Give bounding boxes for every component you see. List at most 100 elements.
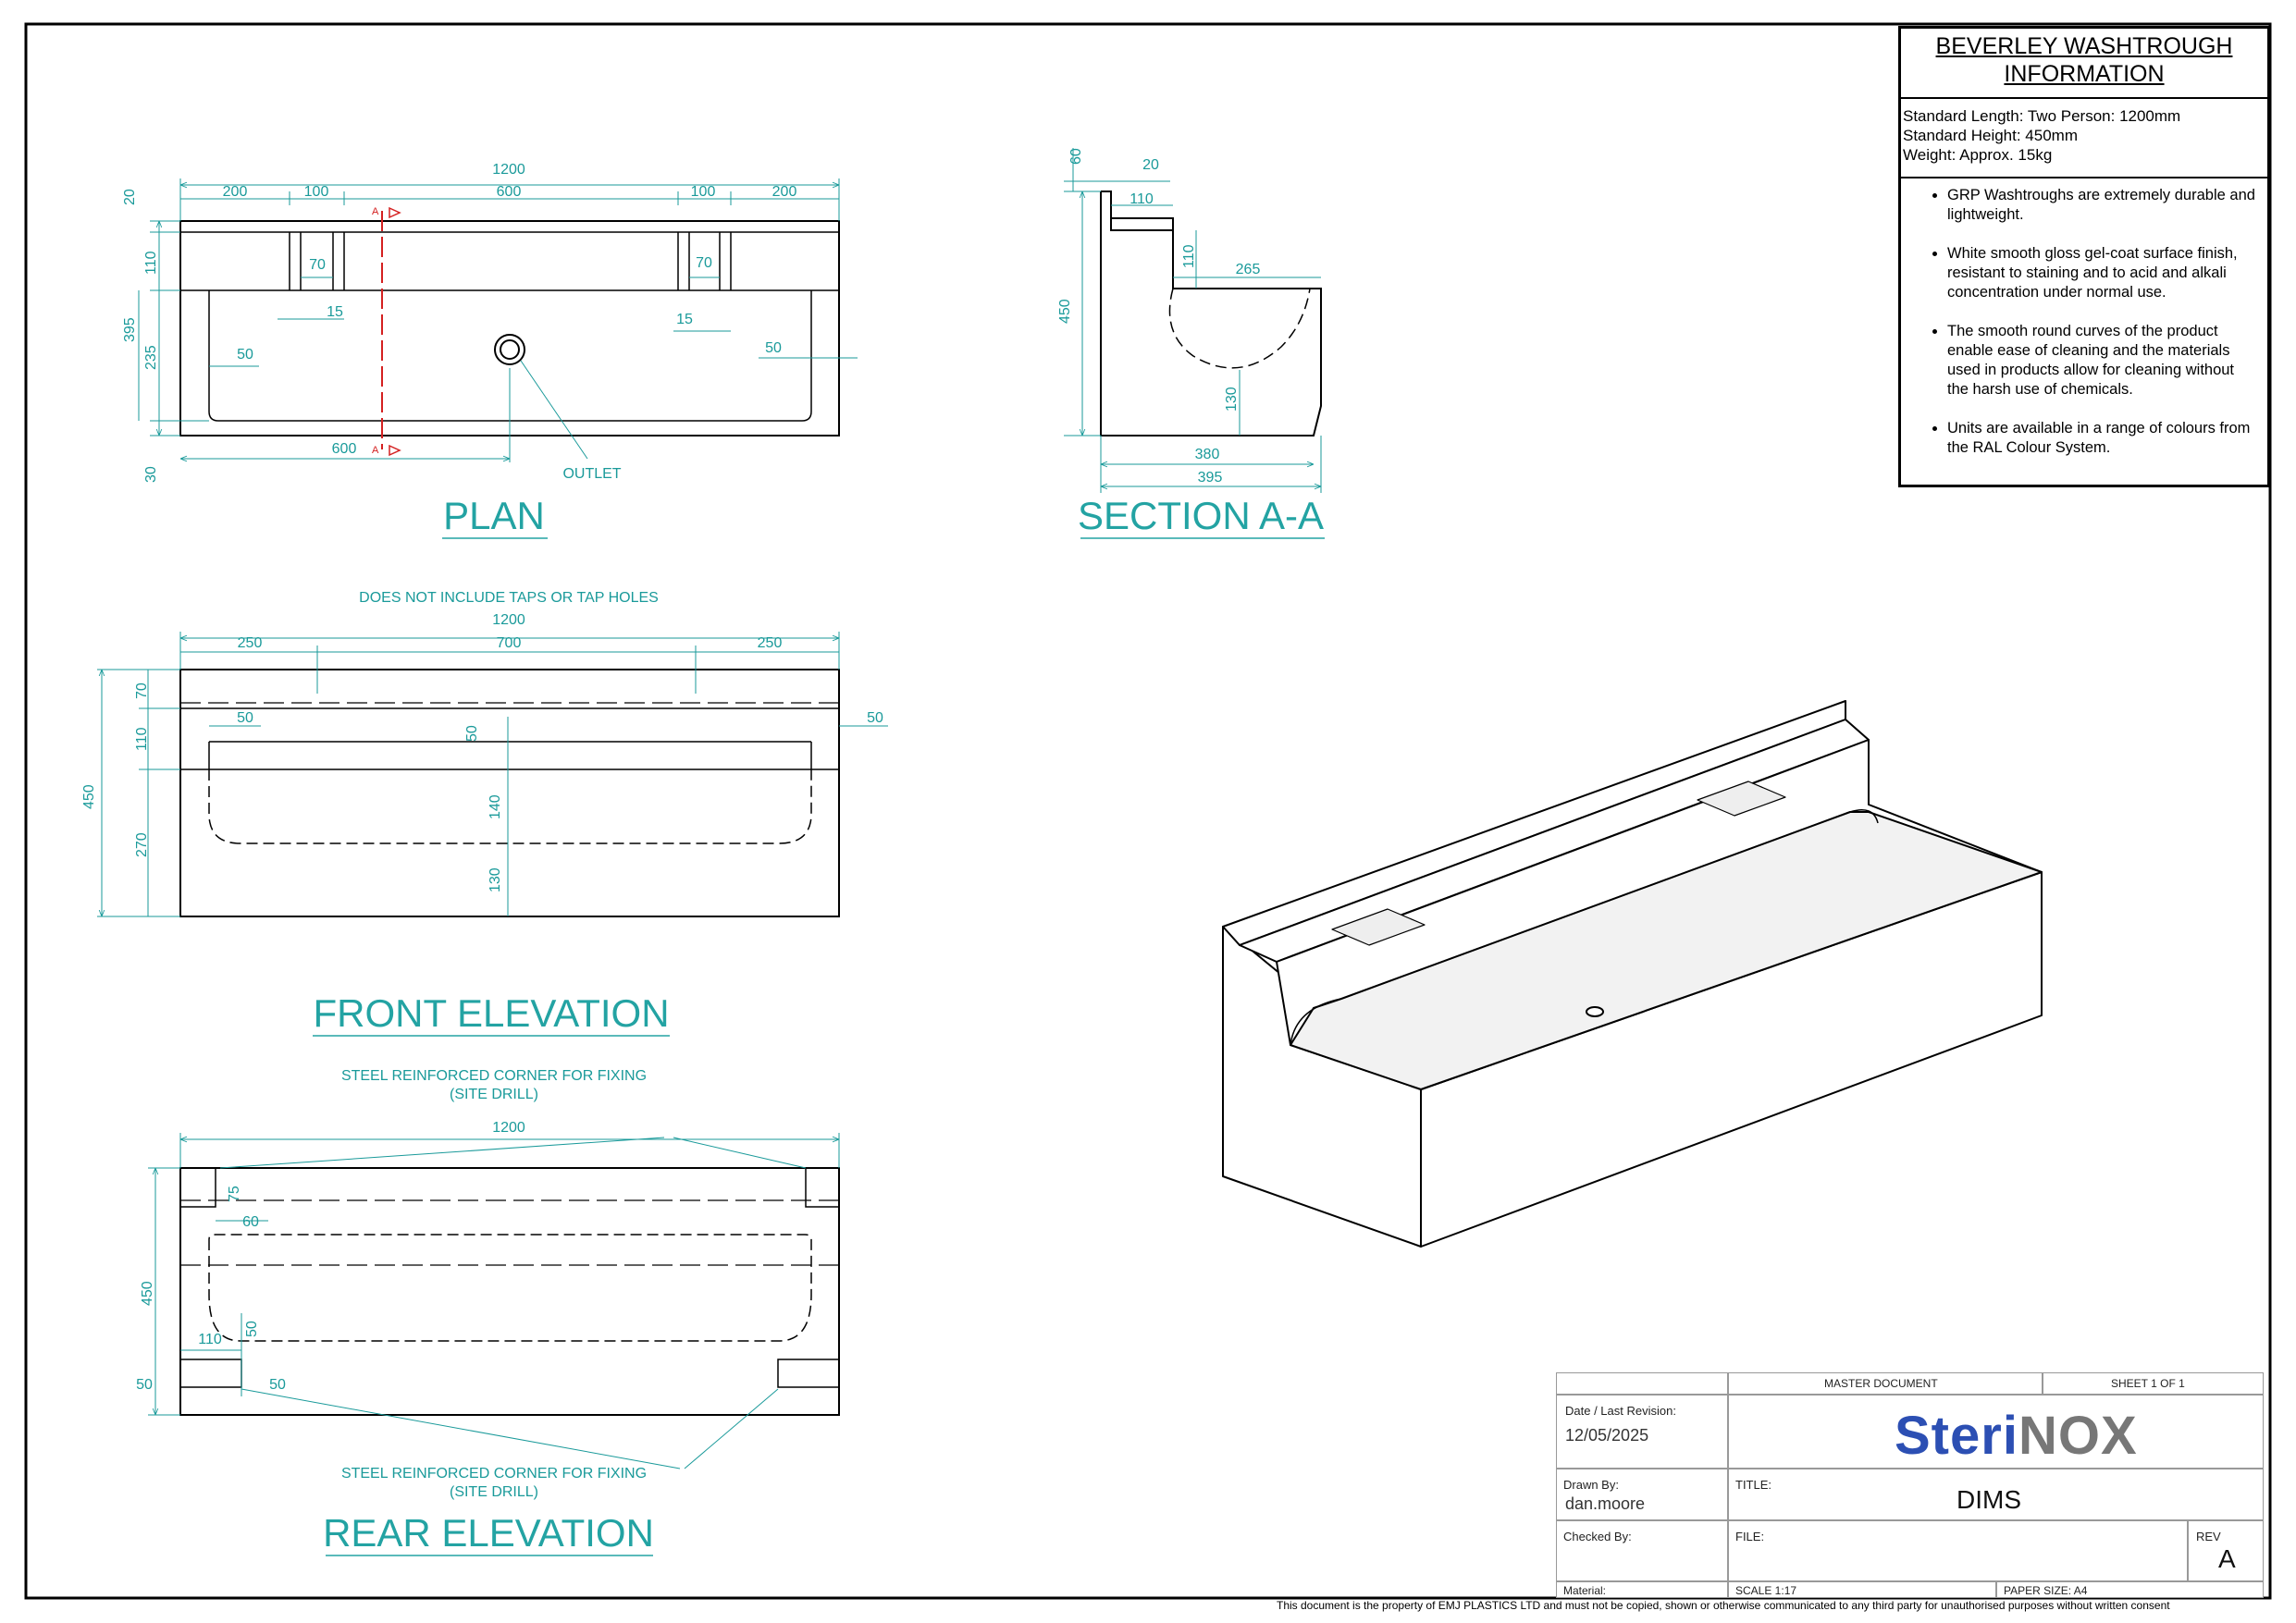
title-value: DIMS <box>1957 1485 2021 1514</box>
section-mark-top: A <box>372 206 379 217</box>
info-title-line1: BEVERLEY WASHTROUGH <box>1935 33 2233 59</box>
outlet-label: OUTLET <box>562 466 621 482</box>
info-box: BEVERLEY WASHTROUGH INFORMATION Standard… <box>1898 26 2270 487</box>
dim-plan-1200: 1200 <box>492 162 525 178</box>
dim-plan-100-right: 100 <box>691 184 716 200</box>
dim-front-450: 450 <box>81 784 97 809</box>
dim-sec-380: 380 <box>1195 447 1220 462</box>
paper-size-label: PAPER SIZE: A4 <box>2004 1584 2088 1597</box>
dim-front-250-left: 250 <box>238 635 263 651</box>
dim-sec-110-top: 110 <box>1129 191 1154 207</box>
rear-note-bottom-2: (SITE DRILL) <box>450 1484 538 1500</box>
drawn-by-value: dan.moore <box>1565 1494 1646 1513</box>
drawn-by-label: Drawn By: <box>1563 1478 1619 1492</box>
dim-front-250-right: 250 <box>758 635 783 651</box>
info-bullet: White smooth gloss gel-coat surface fini… <box>1947 244 2256 302</box>
dim-rear-50-mid: 50 <box>269 1377 286 1393</box>
dim-plan-600-bottom: 600 <box>332 441 357 457</box>
rear-note-top-1: STEEL REINFORCED CORNER FOR FIXING <box>341 1068 647 1084</box>
dim-front-50-vert: 50 <box>464 725 480 742</box>
dim-plan-20: 20 <box>122 189 138 205</box>
dim-plan-235: 235 <box>143 345 159 370</box>
plan-title: PLAN <box>443 494 545 537</box>
rear-note-top-2: (SITE DRILL) <box>450 1087 538 1102</box>
dim-plan-200-right: 200 <box>772 184 797 200</box>
front-elevation-title: FRONT ELEVATION <box>313 991 669 1035</box>
dim-front-1200: 1200 <box>492 612 525 628</box>
info-bullet: The smooth round curves of the product e… <box>1947 322 2256 400</box>
sheet-border <box>24 22 2272 1600</box>
dim-rear-450: 450 <box>140 1281 155 1306</box>
master-document-label: MASTER DOCUMENT <box>1824 1377 1938 1390</box>
dim-sec-395: 395 <box>1198 470 1223 486</box>
dim-front-50-right: 50 <box>867 710 883 726</box>
section-dimensions <box>1064 148 1322 493</box>
brand-steri: Steri <box>1895 1406 2018 1466</box>
dim-front-70: 70 <box>134 682 150 699</box>
dim-front-270: 270 <box>134 832 150 857</box>
rear-note-bottom-1: STEEL REINFORCED CORNER FOR FIXING <box>341 1466 647 1482</box>
front-note: DOES NOT INCLUDE TAPS OR TAP HOLES <box>359 590 659 606</box>
dim-plan-100-left: 100 <box>304 184 329 200</box>
rear-elevation-title: REAR ELEVATION <box>323 1511 654 1555</box>
standard-length: Standard Length: Two Person: 1200mm <box>1903 107 2181 125</box>
brand-logo: SteriNOX <box>1728 1395 2264 1469</box>
dim-plan-30: 30 <box>143 466 159 483</box>
info-title-line2: INFORMATION <box>2004 61 2165 87</box>
scale-label: SCALE 1:17 <box>1735 1584 1797 1597</box>
dim-sec-20: 20 <box>1142 157 1159 173</box>
title-label: TITLE: <box>1735 1478 1772 1492</box>
dim-sec-450: 450 <box>1057 299 1073 324</box>
dim-plan-200-left: 200 <box>223 184 248 200</box>
dim-rear-110: 110 <box>198 1332 222 1347</box>
section-dimension-text: 60 20 110 110 265 450 130 380 395 <box>1057 148 1260 486</box>
info-standards: Standard Length: Two Person: 1200mm Stan… <box>1901 99 2267 178</box>
section-title: SECTION A-A <box>1078 494 1324 537</box>
rev-value: A <box>2218 1544 2236 1573</box>
title-block: MASTER DOCUMENT SHEET 1 OF 1 Date / Last… <box>1556 1372 2264 1598</box>
dim-plan-395: 395 <box>122 317 138 342</box>
rev-label: REV <box>2196 1530 2221 1543</box>
front-dimensions <box>97 632 888 917</box>
dim-rear-50-vert: 50 <box>244 1321 260 1337</box>
info-bullet: GRP Washtroughs are extremely durable an… <box>1947 186 2256 225</box>
info-title: BEVERLEY WASHTROUGH INFORMATION <box>1901 29 2267 99</box>
dim-plan-70-right: 70 <box>696 255 712 271</box>
date-label: Date / Last Revision: <box>1565 1404 1676 1418</box>
dim-front-50-left: 50 <box>237 710 253 726</box>
section-mark-bottom: A <box>372 445 379 456</box>
rear-dimensions <box>148 1133 840 1469</box>
isometric-view <box>1222 700 2043 1248</box>
plan-dimension-text: 1200 200 100 600 100 200 20 110 395 235 … <box>122 162 796 483</box>
dim-plan-50-right: 50 <box>765 340 782 356</box>
info-bullets: GRP Washtroughs are extremely durable an… <box>1901 178 2267 458</box>
dim-plan-70-left: 70 <box>309 257 326 273</box>
date-value: 12/05/2025 <box>1565 1426 1649 1445</box>
dim-sec-110-side: 110 <box>1181 244 1197 268</box>
disclaimer: This document is the property of EMJ PLA… <box>1277 1599 2170 1612</box>
sheet-label: SHEET 1 OF 1 <box>2111 1377 2185 1390</box>
dim-plan-50-left: 50 <box>237 347 253 363</box>
file-label: FILE: <box>1735 1530 1765 1543</box>
dim-front-130: 130 <box>488 867 503 892</box>
dim-rear-50-left: 50 <box>136 1377 153 1393</box>
dim-rear-1200: 1200 <box>492 1120 525 1136</box>
brand-nox: NOX <box>2018 1406 2138 1466</box>
dim-plan-110: 110 <box>143 251 159 275</box>
dim-sec-130: 130 <box>1224 387 1240 412</box>
dim-front-700: 700 <box>497 635 522 651</box>
material-label: Material: <box>1563 1584 1607 1597</box>
rear-dimension-text: STEEL REINFORCED CORNER FOR FIXING (SITE… <box>136 1068 647 1500</box>
dim-rear-60: 60 <box>242 1214 259 1230</box>
front-elevation <box>179 669 840 917</box>
dim-rear-75: 75 <box>227 1186 242 1202</box>
weight: Weight: Approx. 15kg <box>1903 146 2053 164</box>
standard-height: Standard Height: 450mm <box>1903 127 2078 144</box>
dim-front-140: 140 <box>488 794 503 819</box>
info-bullet: Units are available in a range of colour… <box>1947 419 2256 458</box>
dim-plan-15-right: 15 <box>676 312 693 327</box>
checked-by-label: Checked By: <box>1563 1530 1632 1543</box>
section-view <box>1100 191 1322 436</box>
plan-dimensions <box>138 178 858 462</box>
